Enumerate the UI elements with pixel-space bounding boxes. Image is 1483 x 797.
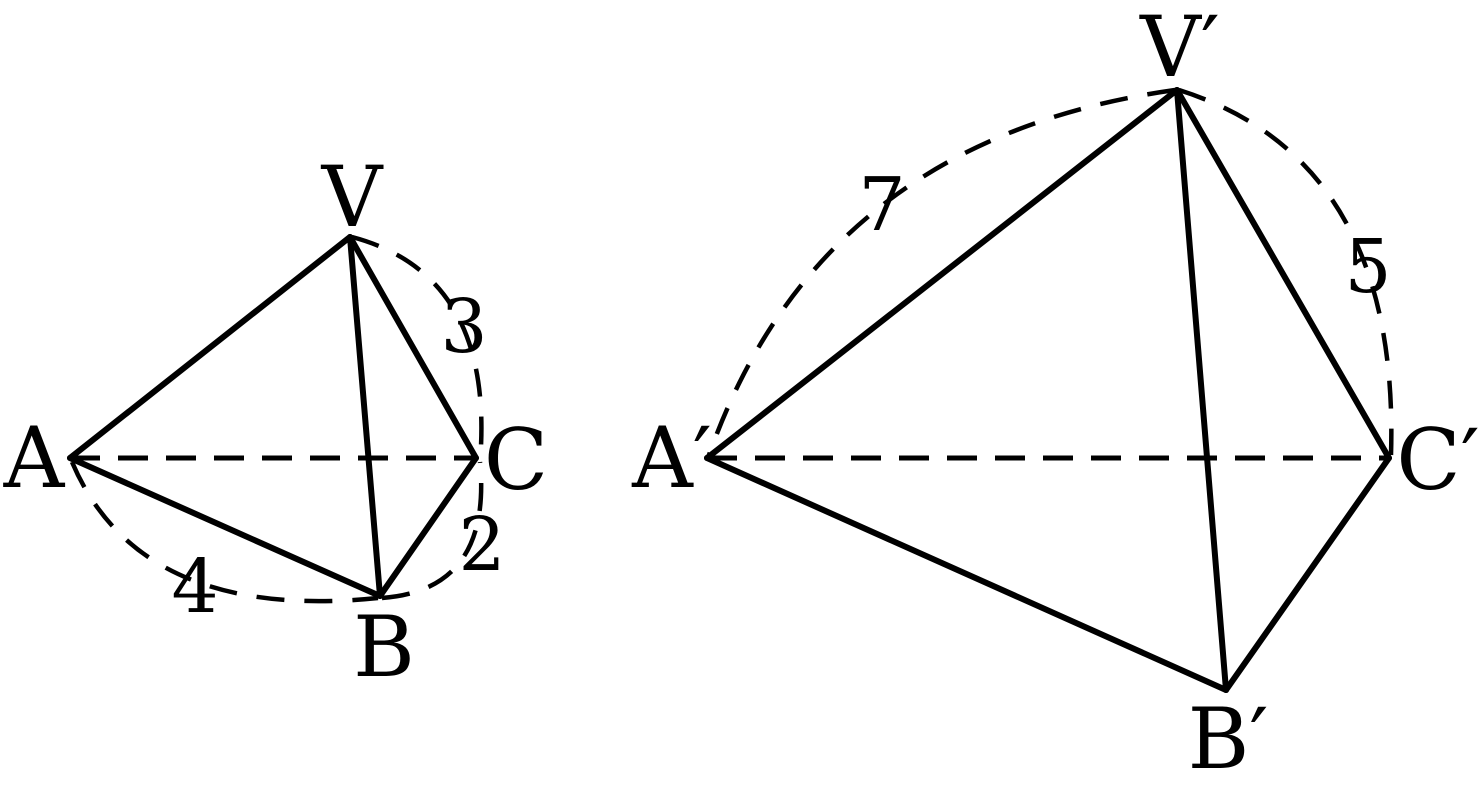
left-arc-ab xyxy=(69,461,379,604)
left-vertex-a-label: A xyxy=(3,409,66,507)
right-edge-bc xyxy=(1223,455,1392,693)
left-vertex-v-label: V xyxy=(321,148,384,246)
left-edge-va xyxy=(67,234,353,461)
left-edge-vc xyxy=(347,234,479,461)
right-measure-va-label: 7 xyxy=(858,162,905,248)
left-measure-vc-label: 3 xyxy=(440,284,487,370)
left-edge-ab xyxy=(67,455,383,599)
left-pyramid: V A B C 3 4 2 xyxy=(3,148,548,696)
left-measure-bc-label: 2 xyxy=(458,502,505,588)
right-edge-va xyxy=(704,87,1180,461)
right-vertex-c-label: C′ xyxy=(1396,411,1479,509)
right-measure-vc-label: 5 xyxy=(1344,224,1391,310)
right-edge-vc xyxy=(1174,87,1392,461)
left-vertex-c-label: C xyxy=(484,411,548,509)
right-vertex-b-label: B′ xyxy=(1188,690,1269,788)
right-edge-ab xyxy=(704,455,1229,693)
right-vertex-a-label: A′ xyxy=(631,409,712,507)
right-edge-vb xyxy=(1174,87,1229,693)
right-vertex-v-label: V′ xyxy=(1139,0,1220,96)
left-measure-ab-label: 4 xyxy=(171,544,218,630)
left-arc-bc xyxy=(381,461,484,601)
right-pyramid: V′ A′ B′ C′ 7 5 xyxy=(631,0,1480,788)
right-arc-vc xyxy=(1178,87,1394,456)
left-vertex-b-label: B xyxy=(353,598,415,696)
left-edge-vb xyxy=(347,234,383,599)
left-edge-bc xyxy=(377,455,479,599)
right-arc-va xyxy=(706,87,1176,456)
